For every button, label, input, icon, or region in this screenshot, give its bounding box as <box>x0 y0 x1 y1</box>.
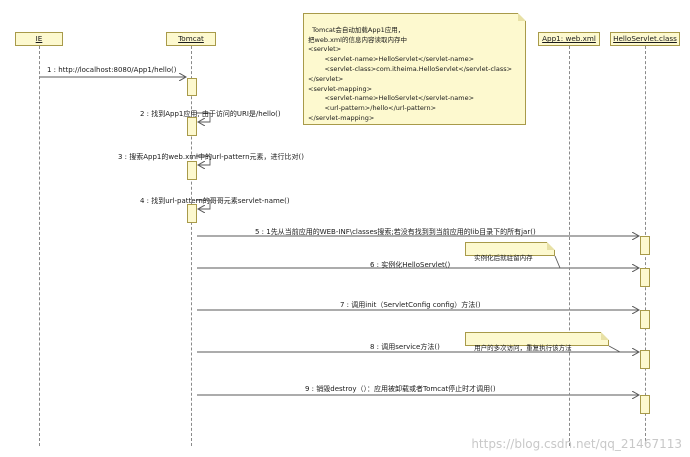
activation-servlet-4 <box>640 350 650 369</box>
message-1-label: 1 : http://localhost:8080/App1/hello() <box>47 66 177 74</box>
note-fold-corner <box>518 13 526 21</box>
message-4-arrow <box>196 199 211 209</box>
lifeline-webxml <box>569 46 570 446</box>
lifeline-ie-header: IE <box>15 32 63 46</box>
activation-tomcat-4 <box>187 204 197 223</box>
message-2-arrow <box>196 112 211 122</box>
note-service-text: 用户的多次访问，重复执行该方法 <box>474 344 572 352</box>
lifeline-ie <box>39 46 40 446</box>
note-instance-connector <box>554 255 561 269</box>
message-6-label: 6 : 实例化HelloServlet() <box>370 261 451 269</box>
note-webxml-text: Tomcat会自动加载App1应用， 把web.xml的信息内容读取内存中 <s… <box>308 25 513 122</box>
message-2-label: 2 : 找到App1应用, 由于访问的URI是/hello() <box>140 110 281 118</box>
message-3-arrow <box>196 155 211 165</box>
lifeline-tomcat-header: Tomcat <box>166 32 216 46</box>
note-instance-resident: 实例化后就驻留内存 <box>465 242 555 262</box>
note-instance-text: 实例化后就驻留内存 <box>474 254 533 262</box>
watermark: https://blog.csdn.net/qq_21467113 <box>471 437 682 451</box>
lifeline-servlet-header: HelloServlet.class <box>610 32 680 46</box>
lifeline-webxml-header: App1: web.xml <box>538 32 600 46</box>
note-fold-corner <box>601 332 609 340</box>
note-service-connector <box>608 345 621 353</box>
activation-tomcat-1 <box>187 78 197 96</box>
message-4-label: 4 : 找到url-pattern的哥哥元素servlet-name() <box>140 197 290 205</box>
message-8-label: 8 : 调用service方法() <box>370 343 440 351</box>
message-5-label: 5 : 1先从当前应用的WEB-INF\classes搜索;若没有找到到当前应用… <box>255 228 536 236</box>
note-fold-corner <box>547 242 555 250</box>
note-service-repeat: 用户的多次访问，重复执行该方法 <box>465 332 609 352</box>
message-9-label: 9 : 销毁destroy（）：应用被卸载或者Tomcat停止时才调用() <box>305 385 496 393</box>
activation-servlet-3 <box>640 310 650 329</box>
activation-servlet-1 <box>640 236 650 255</box>
message-7-label: 7 : 调用init（ServletConfig config）方法() <box>340 301 481 309</box>
message-3-label: 3 : 搜索App1的web.xml中的url-pattern元素，进行比对() <box>118 153 304 161</box>
lifeline-tomcat <box>191 46 192 446</box>
activation-tomcat-2 <box>187 117 197 136</box>
activation-servlet-2 <box>640 268 650 287</box>
activation-servlet-5 <box>640 395 650 414</box>
note-webxml-loading: Tomcat会自动加载App1应用， 把web.xml的信息内容读取内存中 <s… <box>303 13 526 125</box>
activation-tomcat-3 <box>187 161 197 180</box>
